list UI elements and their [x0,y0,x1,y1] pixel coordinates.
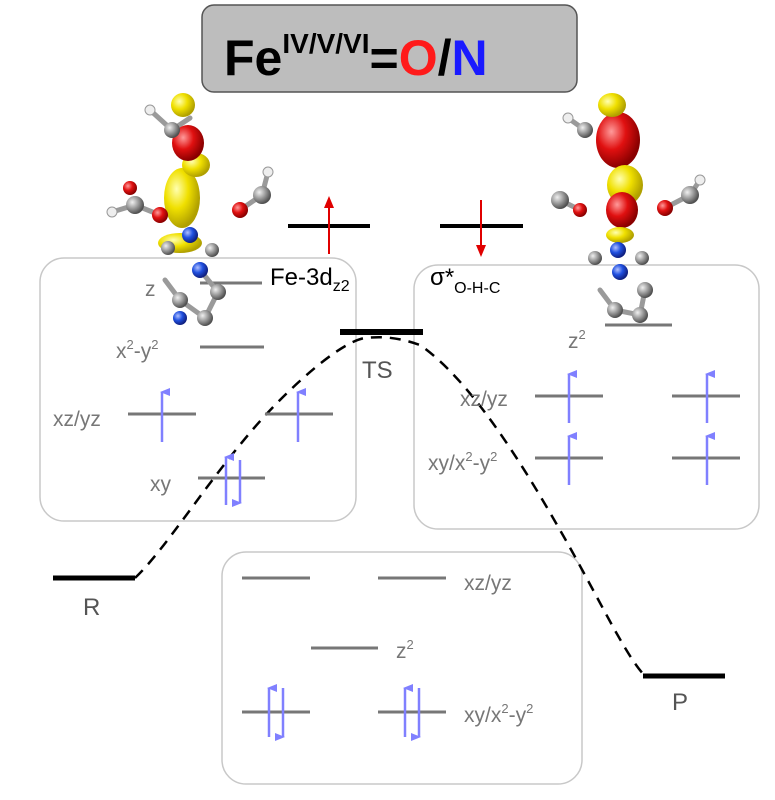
r-xy-label: xy [150,473,172,496]
title-fe: Fe [224,30,282,86]
up-arrow-red [324,196,334,254]
sigma-star-label: σ*O-H-C [430,264,500,297]
reactant-molecule-render [106,93,274,326]
b-xzyz-label: xz/yz [464,572,512,595]
title-banner: FeIV/V/VI=O/N [201,4,578,93]
product-molecule-render [551,93,706,323]
bottom-orbital-box [221,551,583,785]
p-z2-label: z2 [568,327,586,353]
title-oxygen: O [399,30,438,86]
title-equals: = [370,30,399,86]
product-label: P [672,689,688,716]
reactant-orbital-box [39,257,357,522]
b-xyx2y2-label: xy/x2-y2 [464,701,533,727]
title-nitrogen: N [452,30,488,86]
r-xzyz-label: xz/yz [53,408,101,431]
p-xzyz-label: xz/yz [460,388,508,411]
p-xyx2y2-label: xy/x2-y2 [428,449,497,475]
r-x2y2-label: x2-y2 [116,337,158,363]
r-z2-label: z [145,278,156,301]
down-arrow-red [476,200,486,257]
svg-text:FeIV/V/VI=O/N: FeIV/V/VI=O/N [224,28,488,86]
title-oxidation-states: IV/V/VI [282,28,369,59]
title-slash: / [438,30,452,86]
ts-label: TS [362,357,393,384]
fe-3dz2-label: Fe-3dz2 [270,264,350,295]
reactant-label: R [83,594,100,621]
b-z2-label: z2 [396,637,414,663]
